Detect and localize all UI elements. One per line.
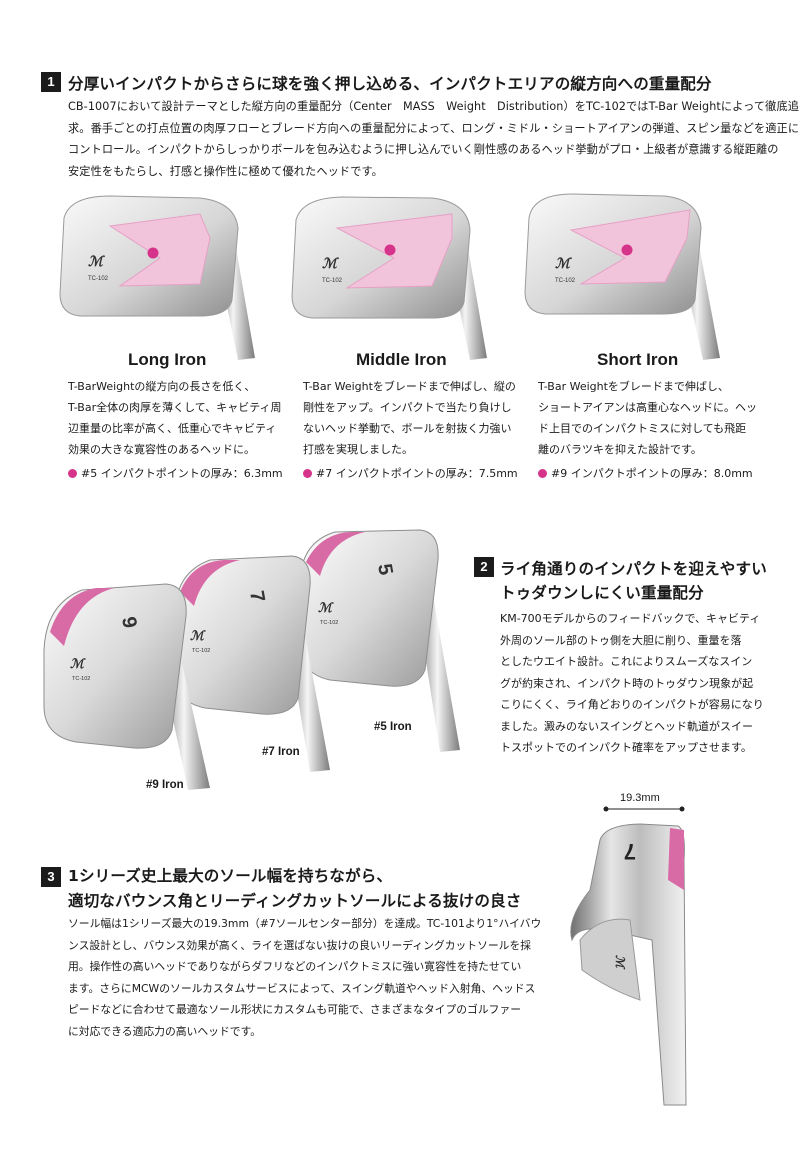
- long-iron-description: T-BarWeightの縦方向の長さを低く、 T-Bar全体の肉厚を薄くして、キ…: [68, 376, 283, 460]
- svg-text:ℳ: ℳ: [318, 601, 334, 616]
- description-line: 打感を実現しました。: [303, 443, 413, 456]
- short-iron-spec: #9 インパクトポイントの厚み：8.0mm: [538, 465, 753, 481]
- iron-number-text: 7: [245, 589, 269, 604]
- svg-text:ℳ: ℳ: [88, 254, 106, 270]
- svg-text:ℳ: ℳ: [613, 955, 627, 970]
- long-iron-title: Long Iron: [128, 350, 207, 369]
- iron-label-9: #9 Iron: [146, 779, 184, 791]
- section-2-line: 外周のソール部のトゥ側を大胆に削り、重量を落: [500, 633, 742, 647]
- spec-text: #9 インパクトポイントの厚み：8.0mm: [551, 467, 753, 480]
- section-2-line: こりにくく、ライ角どおりのインパクトが容易になり: [500, 698, 764, 711]
- iron-set-image: 5 ℳ TC-102 7 ℳ TC-102 9 ℳ TC-102: [43, 529, 460, 790]
- iron-logo-text: TC-102: [322, 278, 343, 284]
- middle-iron-title: Middle Iron: [356, 350, 447, 369]
- iron-logo-text: TC-102: [192, 648, 210, 654]
- pink-dot-icon: [303, 469, 312, 478]
- section-3-line: ピードなどに合わせて最適なソール形状にカスタムも可能で、さまざまなタイプのゴルフ…: [68, 1003, 522, 1016]
- description-line: T-BarWeightの縦方向の長さを低く、: [68, 380, 256, 393]
- section-3-heading: 1シリーズ史上最大のソール幅を持ちながら、 適切なバウンス角とリーディングカット…: [68, 864, 521, 914]
- iron-logo-text: TC-102: [320, 620, 338, 626]
- description-line: T-Bar Weightをブレードまで伸ばし、縦の: [303, 380, 516, 393]
- iron-logo-text: TC-102: [88, 276, 109, 282]
- short-iron-head-image: ℳ TC-102: [524, 193, 720, 360]
- section-2-heading: ライ角通りのインパクトを迎えやすい トゥダウンしにくい重量配分: [500, 557, 767, 605]
- iron-number-text: 5: [373, 562, 397, 577]
- iron-logo-text: TC-102: [555, 278, 576, 284]
- description-line: ないヘッド挙動で、ボールを射抜く力強い: [303, 422, 512, 435]
- description-line: T-Bar全体の肉厚を薄くして、キャビティ周: [68, 401, 282, 414]
- middle-iron-spec: #7 インパクトポイントの厚み：7.5mm: [303, 465, 518, 481]
- middle-iron-description: T-Bar Weightをブレードまで伸ばし、縦の 剛性をアップ。インパクトで当…: [303, 376, 518, 460]
- section-1-line: 求。番手ごとの打点位置の肉厚フローとブレード方向への重量配分によって、ロング・ミ…: [68, 121, 799, 135]
- iron-label-7: #7 Iron: [262, 746, 300, 758]
- section-2-line: ました。澱みのないスイングとヘッド軌道がスイー: [500, 719, 753, 733]
- section-3-line: に対応できる適応力の高いヘッドです。: [68, 1024, 262, 1038]
- spec-text: #5 インパクトポイントの厚み：6.3mm: [81, 467, 283, 480]
- sole-width-dimension-line: [603, 806, 685, 812]
- iron-logo-text: TC-102: [72, 676, 90, 682]
- heading-line: トゥダウンしにくい重量配分: [500, 584, 704, 602]
- section-3-line: ます。さらにMCWのソールカスタムサービスによって、スイング軌道やヘッド入射角、…: [68, 981, 536, 995]
- section-3-number: 3: [41, 867, 61, 887]
- description-line: ド上目でのインパクトミスに対しても飛距: [538, 422, 747, 435]
- heading-line: ライ角通りのインパクトを迎えやすい: [500, 560, 767, 578]
- pink-dot-icon: [538, 469, 547, 478]
- section-2-line: トスポットでのインパクト確率をアップさせます。: [500, 741, 752, 754]
- iron-sole-view-image: 7 ℳ: [570, 823, 687, 1106]
- svg-text:ℳ: ℳ: [190, 629, 206, 644]
- iron-label-5: #5 Iron: [374, 721, 412, 733]
- pink-dot-icon: [68, 469, 77, 478]
- iron-number-text: 9: [117, 615, 141, 630]
- section-2-line: グが約束され、インパクト時のトゥダウン現象が起: [500, 676, 754, 690]
- section-1-line: 安定性をもたらし、打感と操作性に極めて優れたヘッドです。: [68, 164, 383, 178]
- section-2-number: 2: [474, 557, 494, 577]
- short-iron-title: Short Iron: [597, 350, 679, 369]
- description-line: 辺重量の比率が高く、低重心でキャビティ: [68, 422, 277, 435]
- description-line: 離のバラツキを抑えた設計です。: [538, 443, 702, 456]
- section-3-body: ソール幅は1シリーズ最大の19.3mm（#7ソールセンター部分）を達成。TC-1…: [68, 913, 541, 1042]
- section-2-line: としたウエイト設計。これによりスムーズなスイン: [500, 655, 753, 668]
- description-line: T-Bar Weightをブレードまで伸ばし、: [538, 380, 729, 393]
- heading-line: 1シリーズ史上最大のソール幅を持ちながら、: [68, 867, 393, 885]
- section-1-body: CB-1007において設計テーマとした縦方向の重量配分（Center MASS …: [68, 96, 799, 182]
- section-1-line: CB-1007において設計テーマとした縦方向の重量配分（Center MASS …: [68, 100, 799, 113]
- section-1-heading: 分厚いインパクトからさらに球を強く押し込める、インパクトエリアの縦方向への重量配…: [68, 75, 712, 93]
- sole-width-label: 19.3mm: [620, 792, 660, 804]
- svg-text:ℳ: ℳ: [555, 256, 573, 272]
- svg-text:ℳ: ℳ: [70, 657, 86, 672]
- section-2-body: KM-700モデルからのフィードバックで、キャビティ 外周のソール部のトゥ側を大…: [500, 608, 764, 759]
- svg-text:ℳ: ℳ: [322, 256, 340, 272]
- section-1-line: コントロール。インパクトからしっかりボールを包み込むように押し込んでいく剛性感の…: [68, 143, 779, 156]
- section-2-line: KM-700モデルからのフィードバックで、キャビティ: [500, 612, 761, 625]
- long-iron-head-image: ℳ TC-102: [59, 195, 255, 360]
- section-3-line: 用。操作性の高いヘッドでありながらダフリなどのインパクトミスに強い寛容性を持たせ…: [68, 960, 522, 973]
- heading-line: 適切なバウンス角とリーディングカットソールによる抜けの良さ: [68, 892, 522, 910]
- section-3-line: ンス設計とし、バウンス効果が高く、ライを選ばない抜けの良いリーディングカットソー…: [68, 938, 532, 952]
- description-line: 効果の大きな寛容性のあるヘッドに。: [68, 443, 255, 456]
- short-iron-description: T-Bar Weightをブレードまで伸ばし、 ショートアイアンは高重心なヘッド…: [538, 376, 758, 460]
- description-line: ショートアイアンは高重心なヘッドに。ヘッ: [538, 401, 758, 414]
- sole-number-text: 7: [624, 839, 636, 864]
- description-line: 剛性をアップ。インパクトで当たり負けし: [303, 401, 512, 414]
- spec-text: #7 インパクトポイントの厚み：7.5mm: [316, 467, 518, 480]
- long-iron-spec: #5 インパクトポイントの厚み：6.3mm: [68, 465, 283, 481]
- section-3-line: ソール幅は1シリーズ最大の19.3mm（#7ソールセンター部分）を達成。TC-1…: [68, 917, 542, 930]
- middle-iron-head-image: ℳ TC-102: [291, 196, 487, 360]
- section-1-number: 1: [41, 72, 61, 92]
